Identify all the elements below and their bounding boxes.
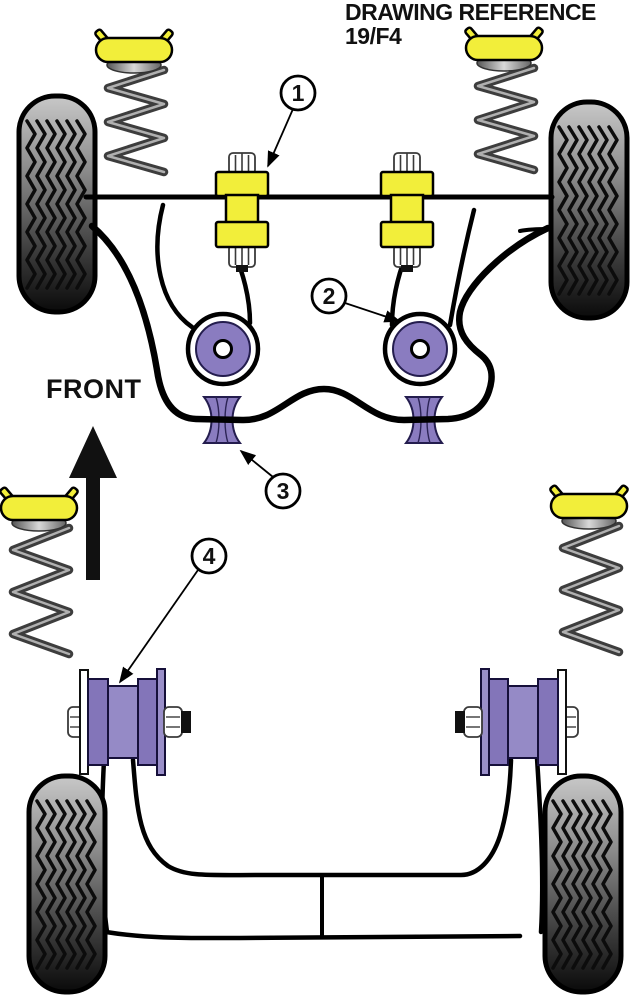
- front-direction-arrow: [69, 426, 117, 580]
- callout-1: 1: [267, 74, 317, 168]
- tire-rear-left: [29, 776, 105, 992]
- callout-4-number: 4: [203, 543, 216, 569]
- tire-rear-right: [545, 776, 621, 992]
- rear-axle-beam: [99, 755, 545, 941]
- wishbone-bush-left: [195, 321, 251, 377]
- anti-roll-bar: [88, 222, 552, 424]
- yellow-spool-bush-right: [379, 151, 435, 274]
- callout-2: 2: [310, 277, 401, 323]
- tire-front-left: [19, 96, 95, 312]
- callout-1-number: 1: [292, 80, 305, 106]
- callout-2-number: 2: [323, 283, 336, 309]
- wishbone-bush-right: [392, 321, 448, 377]
- tire-front-right: [551, 102, 627, 318]
- coil-spring-rear-left: [0, 485, 80, 654]
- drawing-title-line2: 19/F4: [345, 23, 402, 49]
- drawing-title: DRAWING REFERENCE 19/F4: [345, 0, 596, 48]
- callout-3: 3: [239, 449, 302, 510]
- drawing-title-line1: DRAWING REFERENCE: [345, 0, 596, 25]
- coil-spring-front-left: [93, 27, 175, 172]
- rear-beam-bush-right: [454, 668, 579, 776]
- coil-spring-rear-right: [548, 483, 630, 652]
- callout-3-number: 3: [277, 478, 290, 504]
- coil-spring-front-right: [463, 25, 545, 170]
- rear-beam-bush-left: [67, 668, 192, 776]
- yellow-spool-bush-left: [214, 151, 270, 274]
- callout-4: 4: [118, 537, 228, 684]
- front-label: FRONT: [46, 374, 142, 404]
